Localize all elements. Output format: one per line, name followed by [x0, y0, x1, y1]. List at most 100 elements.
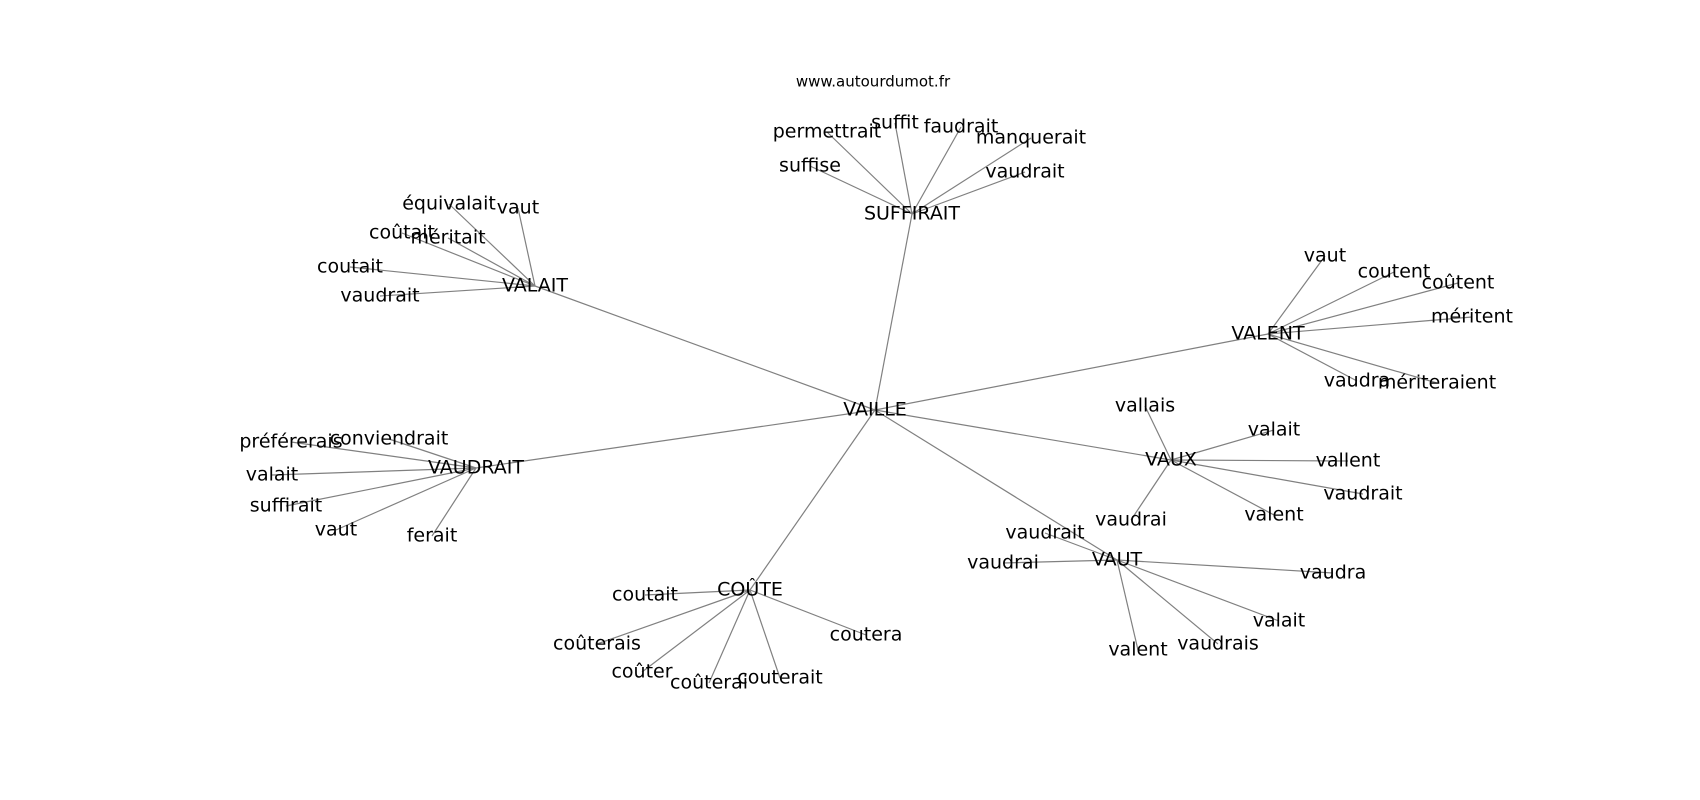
hub-word-node[interactable]: SUFFIRAIT	[864, 203, 960, 225]
edge-hub-leaf	[285, 467, 477, 507]
edge-hub-leaf	[349, 266, 536, 287]
edge-hub-leaf	[911, 137, 1032, 215]
leaf-word-node[interactable]: manquerait	[976, 127, 1086, 149]
leaf-word-node[interactable]: coutait	[317, 256, 383, 278]
leaf-word-node[interactable]: faudrait	[924, 116, 999, 138]
edge-root-hub	[475, 409, 876, 469]
edge-root-hub	[534, 285, 876, 411]
edge-root-hub	[874, 213, 913, 411]
leaf-word-node[interactable]: valent	[1244, 504, 1303, 526]
leaf-word-node[interactable]: coûtent	[1422, 272, 1495, 294]
edge-hub-leaf	[431, 467, 477, 537]
edge-hub-leaf	[911, 126, 962, 215]
edge-hub-leaf	[1116, 559, 1334, 574]
edge-hub-leaf	[749, 589, 867, 636]
edge-hub-leaf	[1044, 532, 1118, 561]
edge-hub-leaf	[1002, 559, 1118, 564]
edge-hub-leaf	[447, 237, 536, 287]
edge-hub-leaf	[1170, 459, 1364, 495]
edge-hub-leaf	[1267, 282, 1459, 335]
leaf-word-node[interactable]: valait	[1253, 610, 1306, 632]
edge-hub-leaf	[388, 438, 477, 469]
edge-hub-leaf	[1144, 405, 1172, 461]
edge-hub-leaf	[1116, 559, 1219, 645]
leaf-word-node[interactable]: valait	[1248, 419, 1301, 441]
edge-hub-leaf	[290, 441, 477, 469]
site-watermark: www.autourdumot.fr	[796, 73, 951, 91]
edge-hub-leaf	[271, 467, 477, 476]
edge-hub-leaf	[517, 207, 536, 287]
leaf-word-node[interactable]: vaut	[497, 197, 539, 219]
leaf-word-node[interactable]: coutent	[1358, 261, 1431, 283]
leaf-word-node[interactable]: vaudrait	[985, 161, 1064, 183]
edge-hub-leaf	[911, 171, 1026, 215]
leaf-word-node[interactable]: conviendrait	[330, 428, 449, 450]
leaf-word-node[interactable]: vaudrait	[1323, 483, 1402, 505]
leaf-word-node[interactable]: préférerais	[239, 431, 342, 453]
hub-word-node[interactable]: VALENT	[1231, 323, 1305, 345]
leaf-word-node[interactable]: coutera	[830, 624, 903, 646]
leaf-word-node[interactable]: vaut	[315, 519, 357, 541]
leaf-word-node[interactable]: vallent	[1316, 450, 1381, 472]
leaf-word-node[interactable]: mériteraient	[1378, 372, 1496, 394]
edge-hub-leaf	[1267, 271, 1395, 335]
leaf-word-node[interactable]: vallais	[1115, 395, 1175, 417]
leaf-word-node[interactable]: suffirait	[250, 495, 323, 517]
leaf-word-node[interactable]: vaudrait	[340, 285, 419, 307]
leaf-word-node[interactable]: valait	[246, 464, 299, 486]
edge-hub-leaf	[1170, 429, 1275, 461]
leaf-word-node[interactable]: vaudra	[1324, 370, 1390, 392]
edge-hub-leaf	[401, 232, 536, 287]
leaf-word-node[interactable]: ferait	[407, 525, 458, 547]
leaf-word-node[interactable]: coûter	[611, 661, 672, 683]
edge-root-hub	[749, 409, 876, 591]
leaf-word-node[interactable]: méritait	[410, 227, 485, 249]
hub-word-node[interactable]: VALAIT	[502, 275, 568, 297]
edge-hub-leaf	[1267, 333, 1358, 382]
edge-hub-leaf	[1170, 459, 1349, 462]
leaf-word-node[interactable]: méritent	[1431, 306, 1513, 328]
leaf-word-node[interactable]: permettrait	[773, 121, 882, 143]
leaf-word-node[interactable]: vaudrai	[1095, 509, 1167, 531]
edge-hub-leaf	[641, 589, 751, 673]
hub-word-node[interactable]: COÛTE	[717, 577, 783, 601]
leaf-word-node[interactable]: couterait	[737, 667, 822, 689]
edge-hub-leaf	[335, 467, 477, 531]
edge-hub-leaf	[1116, 559, 1139, 651]
hub-word-node[interactable]: VAUX	[1145, 449, 1197, 471]
root-word-node[interactable]: VAILLE	[843, 399, 907, 421]
hub-word-node[interactable]: VAUDRAIT	[428, 457, 524, 479]
leaf-word-node[interactable]: suffit	[871, 112, 919, 134]
leaf-word-node[interactable]: coutait	[612, 584, 678, 606]
edge-hub-leaf	[1267, 316, 1473, 335]
edge-hub-leaf	[1130, 459, 1172, 521]
edge-hub-leaf	[448, 203, 536, 287]
leaf-word-node[interactable]: valent	[1108, 639, 1167, 661]
leaf-word-node[interactable]: vaut	[1304, 245, 1346, 267]
edge-hub-leaf	[596, 589, 751, 645]
leaf-word-node[interactable]: coûterai	[670, 672, 748, 694]
edge-hub-leaf	[708, 589, 751, 684]
edge-hub-leaf	[749, 589, 781, 679]
leaf-word-node[interactable]: vaudrait	[1005, 522, 1084, 544]
leaf-word-node[interactable]: équivalait	[402, 193, 496, 215]
edge-hub-leaf	[1267, 255, 1326, 335]
leaf-word-node[interactable]: coûtait	[369, 222, 435, 244]
edge-root-hub	[874, 409, 1172, 461]
leaf-word-node[interactable]: vaudrai	[967, 552, 1039, 574]
leaf-word-node[interactable]: coûterais	[553, 633, 641, 655]
leaf-word-node[interactable]: suffise	[779, 155, 841, 177]
edge-root-hub	[874, 333, 1269, 411]
edge-hub-leaf	[826, 131, 913, 215]
hub-word-node[interactable]: VAUT	[1092, 549, 1143, 571]
edge-hub-leaf	[1170, 459, 1275, 516]
graph-edges	[271, 122, 1473, 684]
edge-hub-leaf	[809, 165, 913, 215]
leaf-word-node[interactable]: vaudrais	[1177, 633, 1259, 655]
leaf-word-node[interactable]: vaudra	[1300, 562, 1366, 584]
edge-hub-leaf	[1116, 559, 1280, 622]
edge-hub-leaf	[379, 285, 536, 297]
